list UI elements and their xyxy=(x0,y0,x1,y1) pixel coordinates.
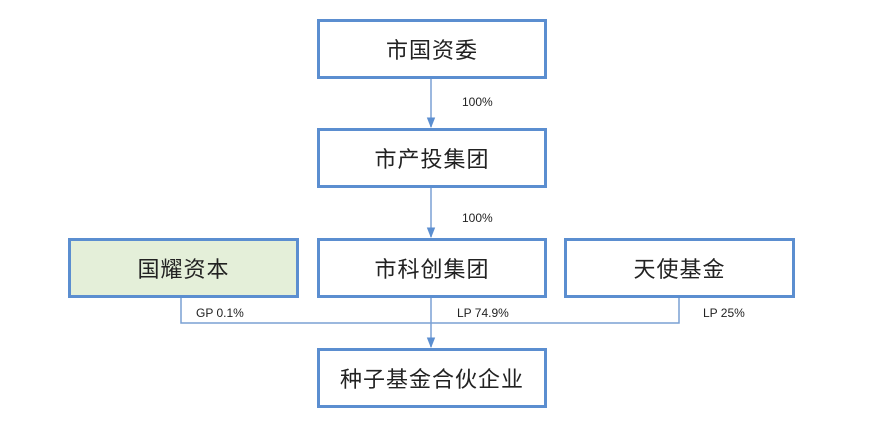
edge-label-angel-share: LP 25% xyxy=(703,306,745,320)
node-sasac: 市国资委 xyxy=(317,19,547,79)
edge-guoyao-bracket xyxy=(180,298,431,324)
node-guoyao-capital: 国耀资本 xyxy=(68,238,299,298)
edge-angel-bracket xyxy=(431,298,680,324)
node-sasac-label: 市国资委 xyxy=(385,39,478,64)
node-seed-fund: 种子基金合伙企业 xyxy=(317,348,547,408)
node-angel-fund-label: 天使基金 xyxy=(633,258,726,283)
edge-label-invest-to-kechuang: 100% xyxy=(462,211,493,225)
node-angel-fund: 天使基金 xyxy=(564,238,795,298)
node-kechuang-group: 市科创集团 xyxy=(317,238,547,298)
node-kechuang-group-label: 市科创集团 xyxy=(374,258,490,283)
node-invest-group-label: 市产投集团 xyxy=(374,148,490,173)
node-guoyao-capital-label: 国耀资本 xyxy=(137,258,230,283)
node-invest-group: 市产投集团 xyxy=(317,128,547,188)
edge-label-sasac-to-invest: 100% xyxy=(462,95,493,109)
node-seed-fund-label: 种子基金合伙企业 xyxy=(339,368,524,393)
edge-label-guoyao-share: GP 0.1% xyxy=(196,306,244,320)
edge-label-kechuang-share: LP 74.9% xyxy=(457,306,509,320)
